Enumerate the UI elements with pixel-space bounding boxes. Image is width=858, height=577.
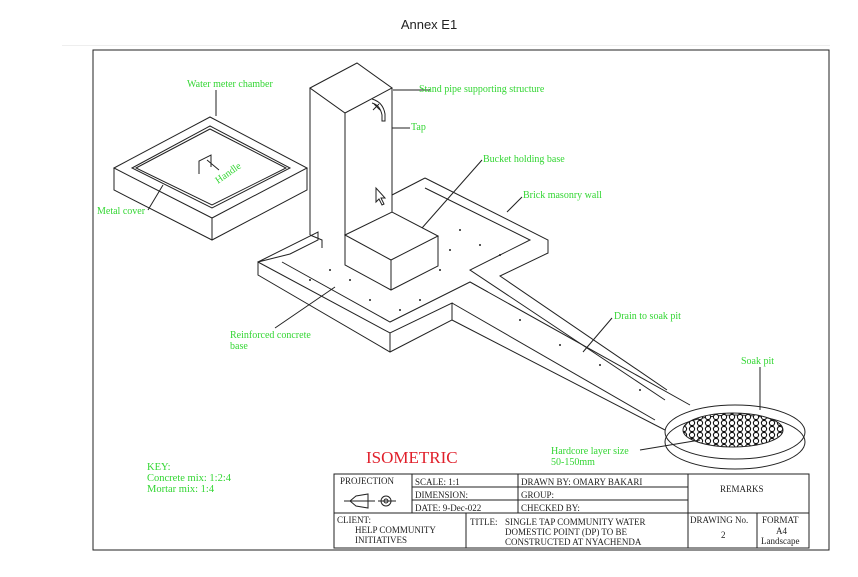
label-soak-pit: Soak pit xyxy=(741,356,775,367)
label-water-meter-chamber: Water meter chamber xyxy=(187,79,273,90)
label-stand-pipe: Stand pipe supporting structure xyxy=(419,84,545,95)
label-tap: Tap xyxy=(411,122,426,133)
key-title: KEY: xyxy=(147,462,171,473)
key-item: Concrete mix: 1:2:4 xyxy=(147,473,231,484)
title-label: TITLE: xyxy=(470,517,498,527)
projection-heading: ISOMETRIC xyxy=(366,448,458,467)
format-label: FORMAT xyxy=(762,515,799,525)
label-metal-cover: Metal cover xyxy=(97,206,146,217)
key-legend: KEY: Concrete mix: 1:2:4 Mortar mix: 1:4 xyxy=(147,462,231,495)
key-item: Mortar mix: 1:4 xyxy=(147,484,215,495)
projection-label: PROJECTION xyxy=(340,476,395,486)
date: DATE: 9-Dec-022 xyxy=(415,503,482,513)
stand-pipe-structure xyxy=(309,62,440,291)
title-line: SINGLE TAP COMMUNITY WATER xyxy=(505,517,646,527)
drawn-by: DRAWN BY: OMARY BAKARI xyxy=(521,477,643,487)
page-edge xyxy=(62,45,830,46)
mouse-cursor-icon xyxy=(375,186,387,206)
remarks: REMARKS xyxy=(720,484,764,494)
checked-by: CHECKED BY: xyxy=(521,503,580,513)
projection-symbol-icon xyxy=(344,493,396,509)
group: GROUP: xyxy=(521,490,555,500)
soak-pit xyxy=(664,404,806,470)
label-line-2: 50-150mm xyxy=(551,457,595,468)
drawing-frame xyxy=(92,49,830,551)
drawing-no-label: DRAWING No. xyxy=(690,515,749,525)
leader-lines xyxy=(147,89,761,451)
handle-icon xyxy=(198,154,212,174)
label-drain: Drain to soak pit xyxy=(614,311,681,322)
title-block xyxy=(333,473,810,549)
water-meter-chamber xyxy=(112,116,309,241)
tap-icon xyxy=(371,98,386,122)
title-line: CONSTRUCTED AT NYACHENDA xyxy=(505,537,642,547)
label-brick-wall: Brick masonry wall xyxy=(523,190,602,201)
drawing-no: 2 xyxy=(721,530,726,540)
scale: SCALE: 1:1 xyxy=(415,477,460,487)
client-line: INITIATIVES xyxy=(355,535,407,545)
label-line-2: base xyxy=(230,341,248,352)
concrete-base xyxy=(257,177,691,431)
concrete-aggregate xyxy=(309,229,641,391)
label-line-1: Reinforced concrete xyxy=(230,330,311,341)
format-size: A4 xyxy=(776,526,787,536)
label-line-1: Hardcore layer size xyxy=(551,446,629,457)
dimension: DIMENSION: xyxy=(415,490,468,500)
title-line: DOMESTIC POINT (DP) TO BE xyxy=(505,527,628,537)
client-label: CLIENT: xyxy=(337,515,372,525)
client-line: HELP COMMUNITY xyxy=(355,525,436,535)
label-bucket-base: Bucket holding base xyxy=(483,154,565,165)
format-orientation: Landscape xyxy=(761,536,800,546)
cursor-icon xyxy=(372,103,381,111)
annex-title: Annex E1 xyxy=(400,17,458,32)
